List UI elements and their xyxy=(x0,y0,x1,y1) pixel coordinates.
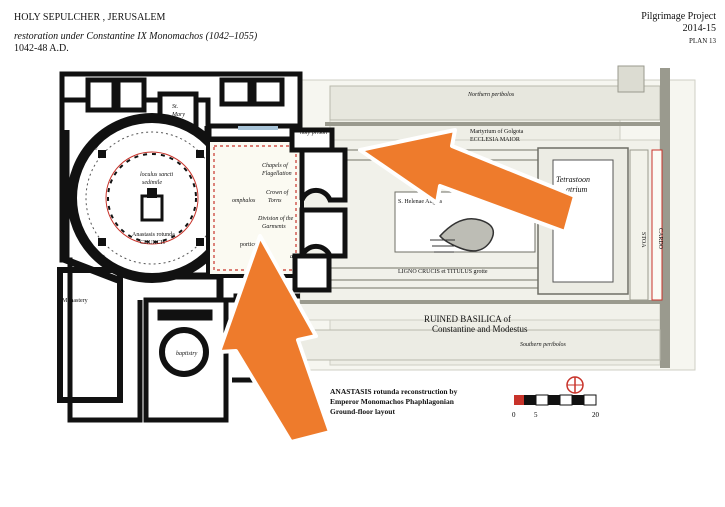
scale-tick-5: 5 xyxy=(534,411,538,419)
grotto-stairs xyxy=(430,239,455,253)
caption-line-3: Ground-floor layout xyxy=(330,407,395,416)
label-crown-2: Torns xyxy=(268,198,282,204)
label-anastasis-2: CHURCH xyxy=(140,240,166,246)
caption-line-1: ANASTASIS rotunda reconstruction by xyxy=(330,387,458,396)
scale-bar: 0 5 20 xyxy=(512,394,600,419)
label-portico: portico xyxy=(240,242,257,248)
label-division-1: Division of the xyxy=(257,215,294,222)
plan-date: 1042-48 A.D. xyxy=(14,43,69,54)
orange-arrow-east-icon xyxy=(358,128,577,234)
label-tetrastoon-1: Tetrastoon xyxy=(556,175,590,184)
label-martyrium: Martyrium of Golgota xyxy=(470,128,524,135)
project-name: Pilgrimage Project xyxy=(641,11,716,22)
south-block xyxy=(143,293,300,423)
plan-title: HOLY SEPULCHER , JERUSALEM xyxy=(14,12,166,23)
label-st-helena: S. Helenae Angels xyxy=(398,199,443,205)
label-loculus-1: loculus sancti xyxy=(140,172,173,178)
label-st-mary-2: Mary xyxy=(171,112,185,118)
label-monastery: Monastery xyxy=(62,298,88,304)
label-omphalos: omphalos xyxy=(232,198,256,204)
label-ligno-crucis: LIGNO CRUCIS et TITULUS grotte xyxy=(398,269,488,275)
plan-caption: ANASTASIS rotunda reconstruction by Empe… xyxy=(330,387,458,416)
grotto-shape xyxy=(439,218,495,252)
label-ruined-basilica-2: Constantine and Modestus xyxy=(432,324,528,334)
basilica-outer-wall-e xyxy=(660,68,670,368)
label-baptistry: baptistry xyxy=(176,351,198,357)
basilica-outer-wall-s xyxy=(300,300,660,304)
label-anastasis-1: Anastasis rotunda xyxy=(132,232,175,238)
orange-arrow-south-icon xyxy=(217,234,332,444)
scale-tick-0: 0 xyxy=(512,411,516,419)
label-ruined-basilica-1: RUINED BASILICA of xyxy=(424,314,511,324)
label-st-mary-1: St. xyxy=(172,104,178,110)
cardo-street xyxy=(651,149,663,301)
label-ecclesia-maior: ECCLESIA MAIOR xyxy=(470,137,520,143)
label-holy-prison: holy prison xyxy=(300,130,327,136)
label-southern-peribolos: Southern peribolos xyxy=(520,342,566,348)
label-loculus-2: sedimile xyxy=(142,180,162,186)
southern-peribolos-strip xyxy=(299,329,661,361)
plan-number: PLAN 13 xyxy=(688,37,716,45)
stoa-block xyxy=(629,149,649,301)
monastery-block xyxy=(57,267,123,403)
label-division-2: Garments xyxy=(262,224,286,230)
label-chapels-2: Flagellation xyxy=(261,171,292,177)
label-crown-1: Crown of xyxy=(266,189,290,196)
water-channel xyxy=(238,126,278,130)
label-tetrastoon-2: atrium xyxy=(566,185,588,194)
label-altar: altar xyxy=(290,254,302,260)
east-chapels xyxy=(289,127,348,293)
label-stoa: STOA xyxy=(640,232,646,248)
plan-subtitle: restoration under Constantine IX Monomac… xyxy=(14,31,258,42)
label-chapels-1: Chapels of xyxy=(262,162,289,169)
project-year: 2014-15 xyxy=(682,23,716,34)
caption-line-2: Emperor Monomachos Phaphlagonian xyxy=(330,397,455,406)
north-arrow-icon xyxy=(566,376,584,394)
scale-tick-20: 20 xyxy=(592,411,600,419)
label-northern-peribolos: Northern peribolos xyxy=(467,92,515,98)
label-cardo: CARDO xyxy=(657,228,663,250)
east-top-pier xyxy=(617,65,645,93)
basilica-outer-wall-n xyxy=(325,122,665,126)
